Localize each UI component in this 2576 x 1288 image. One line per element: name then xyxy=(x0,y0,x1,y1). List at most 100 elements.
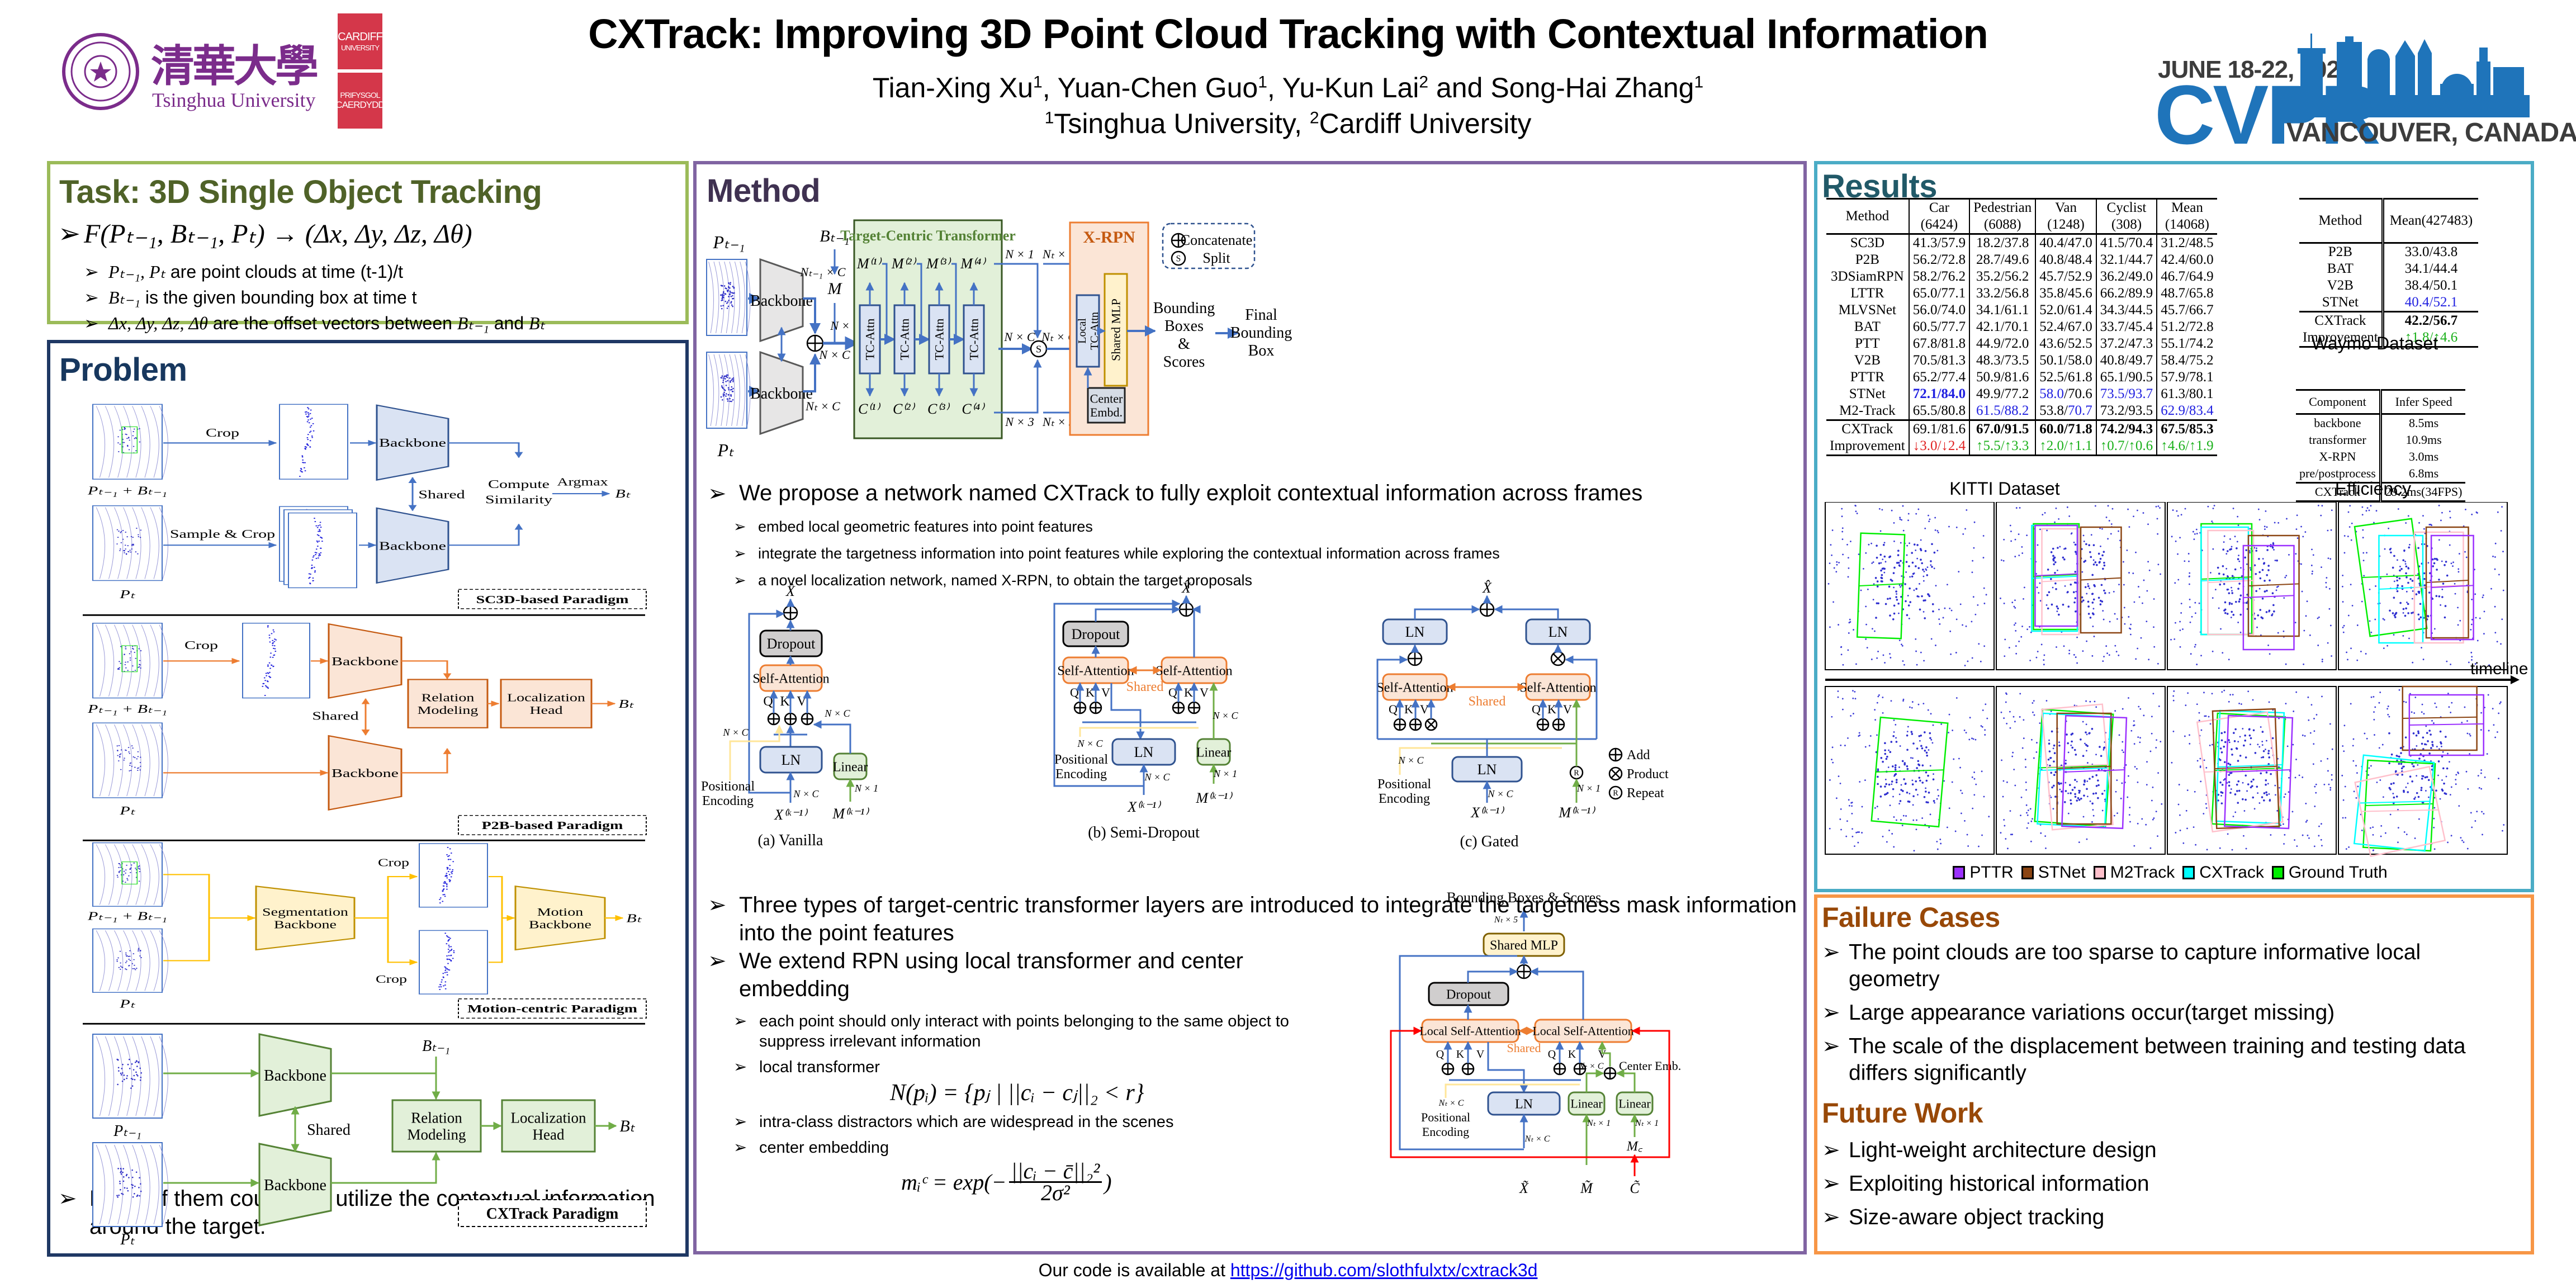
point xyxy=(2093,636,2095,637)
cxtrack-relation-modeling-label: Modeling xyxy=(408,1126,466,1143)
point xyxy=(2026,628,2028,631)
point xyxy=(2244,556,2246,559)
point xyxy=(2306,600,2308,603)
point xyxy=(1922,580,1925,582)
cxtrack-paradigm-tag-label: CXTrack Paradigm xyxy=(486,1205,619,1223)
point xyxy=(2417,547,2419,550)
point xyxy=(2425,725,2427,727)
point xyxy=(1988,816,1990,818)
point xyxy=(2082,534,2085,537)
point xyxy=(1868,543,1870,546)
point xyxy=(2276,559,2278,562)
point xyxy=(1983,795,1985,798)
point xyxy=(2032,711,2034,713)
dim-label: N × C xyxy=(722,727,749,738)
point xyxy=(2362,560,2365,562)
crop-label: Crop xyxy=(184,638,218,652)
add-icon xyxy=(1407,651,1423,666)
point xyxy=(2015,622,2016,624)
point xyxy=(2262,558,2264,560)
point xyxy=(2019,506,2021,509)
point xyxy=(2043,664,2045,666)
point xyxy=(2438,539,2440,541)
point xyxy=(2374,734,2375,736)
point xyxy=(2189,734,2190,736)
point xyxy=(2380,825,2383,827)
add-icon xyxy=(1089,701,1102,714)
point xyxy=(2418,757,2421,760)
ln-block-label: LN xyxy=(1549,624,1568,640)
point xyxy=(2050,551,2053,553)
point xyxy=(2099,527,2101,529)
point xyxy=(2053,556,2056,559)
point xyxy=(2328,608,2331,610)
point xyxy=(2372,849,2374,851)
center-embd-block-label: Embd. xyxy=(1090,405,1123,419)
point xyxy=(2308,837,2310,839)
point xyxy=(2070,744,2072,746)
point xyxy=(2092,815,2095,817)
point xyxy=(2220,802,2223,804)
point xyxy=(1879,785,1882,788)
point xyxy=(2073,541,2075,543)
tracker-box-edge xyxy=(2402,716,2477,719)
point xyxy=(1882,567,1885,570)
waymo-caption: Waymo Dataset xyxy=(2311,333,2438,353)
connector-arrow xyxy=(401,660,452,680)
list-item-text: Exploiting historical information xyxy=(1849,1172,2149,1196)
point xyxy=(2209,572,2212,574)
point xyxy=(2035,751,2038,753)
point xyxy=(2320,514,2322,517)
point xyxy=(2025,781,2027,783)
point xyxy=(2067,742,2069,745)
point xyxy=(2222,548,2224,551)
point xyxy=(2064,547,2067,550)
point xyxy=(2469,733,2471,735)
point xyxy=(2223,609,2225,612)
point xyxy=(1831,716,1833,718)
qkv-label: K xyxy=(1184,685,1193,699)
point xyxy=(1851,813,1853,815)
point xyxy=(1971,621,1973,623)
tc-attn-block: TC-Attn xyxy=(859,304,881,375)
connector-arrow xyxy=(1399,955,1524,1150)
point xyxy=(1838,775,1840,777)
positional-encoding-label: Encoding xyxy=(702,794,754,808)
point xyxy=(2345,817,2347,819)
value-part: 28.7/49.6 xyxy=(1976,252,2029,267)
point xyxy=(2407,581,2409,584)
formula-fraction: ||cᵢ − c̄||₂² 2σ² xyxy=(1008,1160,1102,1204)
point xyxy=(2350,539,2352,541)
point xyxy=(2315,714,2318,716)
qkv-label: K xyxy=(780,694,790,709)
point xyxy=(2379,692,2381,693)
point xyxy=(2123,584,2125,586)
point xyxy=(2262,756,2265,759)
code-link[interactable]: https://github.com/slothfulxtx/cxtrack3d xyxy=(1230,1260,1538,1280)
point xyxy=(2203,813,2205,815)
point xyxy=(1841,508,1843,510)
point xyxy=(1939,623,1941,625)
point xyxy=(2052,747,2054,750)
point xyxy=(2267,750,2270,752)
point xyxy=(2342,601,2344,603)
point xyxy=(2104,592,2106,594)
point xyxy=(2103,561,2105,564)
point xyxy=(2479,617,2481,619)
point xyxy=(2397,774,2399,776)
point xyxy=(1893,540,1895,542)
value: ↑1.8/↑4.6 xyxy=(2404,330,2458,345)
point xyxy=(2179,830,2181,831)
author-name: Yuan-Chen Guo xyxy=(1057,72,1258,103)
point xyxy=(2155,811,2157,813)
point xyxy=(2032,702,2034,704)
point xyxy=(2441,779,2443,781)
point xyxy=(2175,622,2176,624)
point xyxy=(2446,574,2449,577)
kitti-caption: KITTI Dataset xyxy=(1949,479,2060,499)
point xyxy=(1977,604,1979,606)
